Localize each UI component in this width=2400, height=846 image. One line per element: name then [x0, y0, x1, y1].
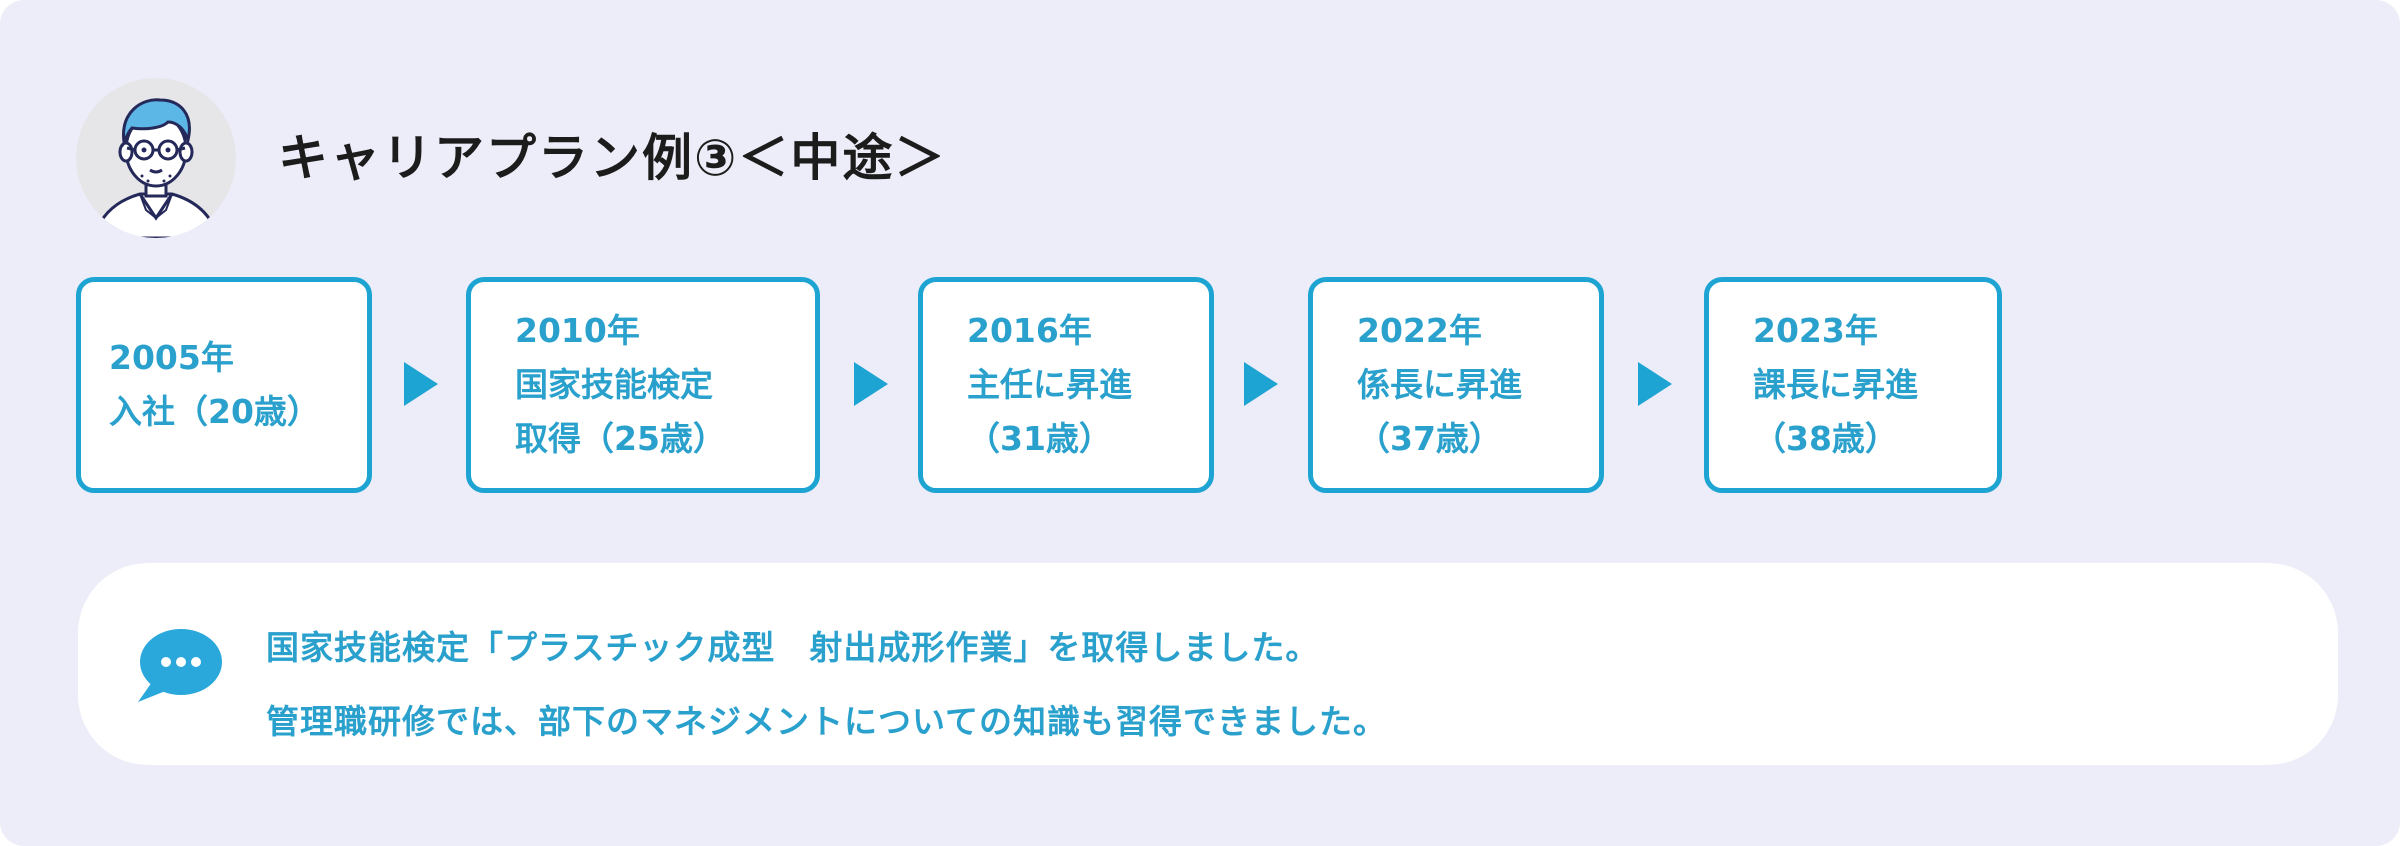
- arrow-right-icon: [404, 362, 438, 406]
- timeline-step-2005: 2005年 入社（20歳）: [76, 277, 372, 493]
- step-year: 2005年: [109, 338, 234, 377]
- arrow-right-icon: [854, 362, 888, 406]
- step-age: （38歳）: [1753, 419, 1898, 458]
- comment-box: 国家技能検定「プラスチック成型 射出成形作業」を取得しました。 管理職研修では、…: [78, 563, 2338, 765]
- timeline-step-2023: 2023年 課長に昇進 （38歳）: [1704, 277, 2002, 493]
- step-age: 取得（25歳）: [515, 419, 726, 458]
- comment-text: 国家技能検定「プラスチック成型 射出成形作業」を取得しました。 管理職研修では、…: [266, 611, 1387, 759]
- arrow-right-icon: [1638, 362, 1672, 406]
- avatar: [76, 78, 236, 238]
- step-event: 入社（20歳）: [109, 392, 320, 431]
- step-year: 2010年: [515, 311, 640, 350]
- comment-line: 国家技能検定「プラスチック成型 射出成形作業」を取得しました。: [266, 628, 1320, 667]
- step-event: 係長に昇進: [1357, 365, 1522, 404]
- timeline-step-2016: 2016年 主任に昇進 （31歳）: [918, 277, 1214, 493]
- man-with-glasses-icon: [92, 98, 220, 238]
- timeline-step-2010: 2010年 国家技能検定 取得（25歳）: [466, 277, 820, 493]
- step-event: 主任に昇進: [967, 365, 1132, 404]
- step-year: 2022年: [1357, 311, 1482, 350]
- step-age: （37歳）: [1357, 419, 1502, 458]
- step-year: 2016年: [967, 311, 1092, 350]
- step-event: 課長に昇進: [1753, 365, 1918, 404]
- step-event: 国家技能検定: [515, 365, 713, 404]
- step-year: 2023年: [1753, 311, 1878, 350]
- arrow-right-icon: [1244, 362, 1278, 406]
- comment-line: 管理職研修では、部下のマネジメントについての知識も習得できました。: [266, 702, 1388, 741]
- page-title: キャリアプラン例③＜中途＞: [278, 129, 947, 187]
- speech-bubble-icon: [134, 628, 224, 704]
- step-age: （31歳）: [967, 419, 1112, 458]
- timeline-step-2022: 2022年 係長に昇進 （37歳）: [1308, 277, 1604, 493]
